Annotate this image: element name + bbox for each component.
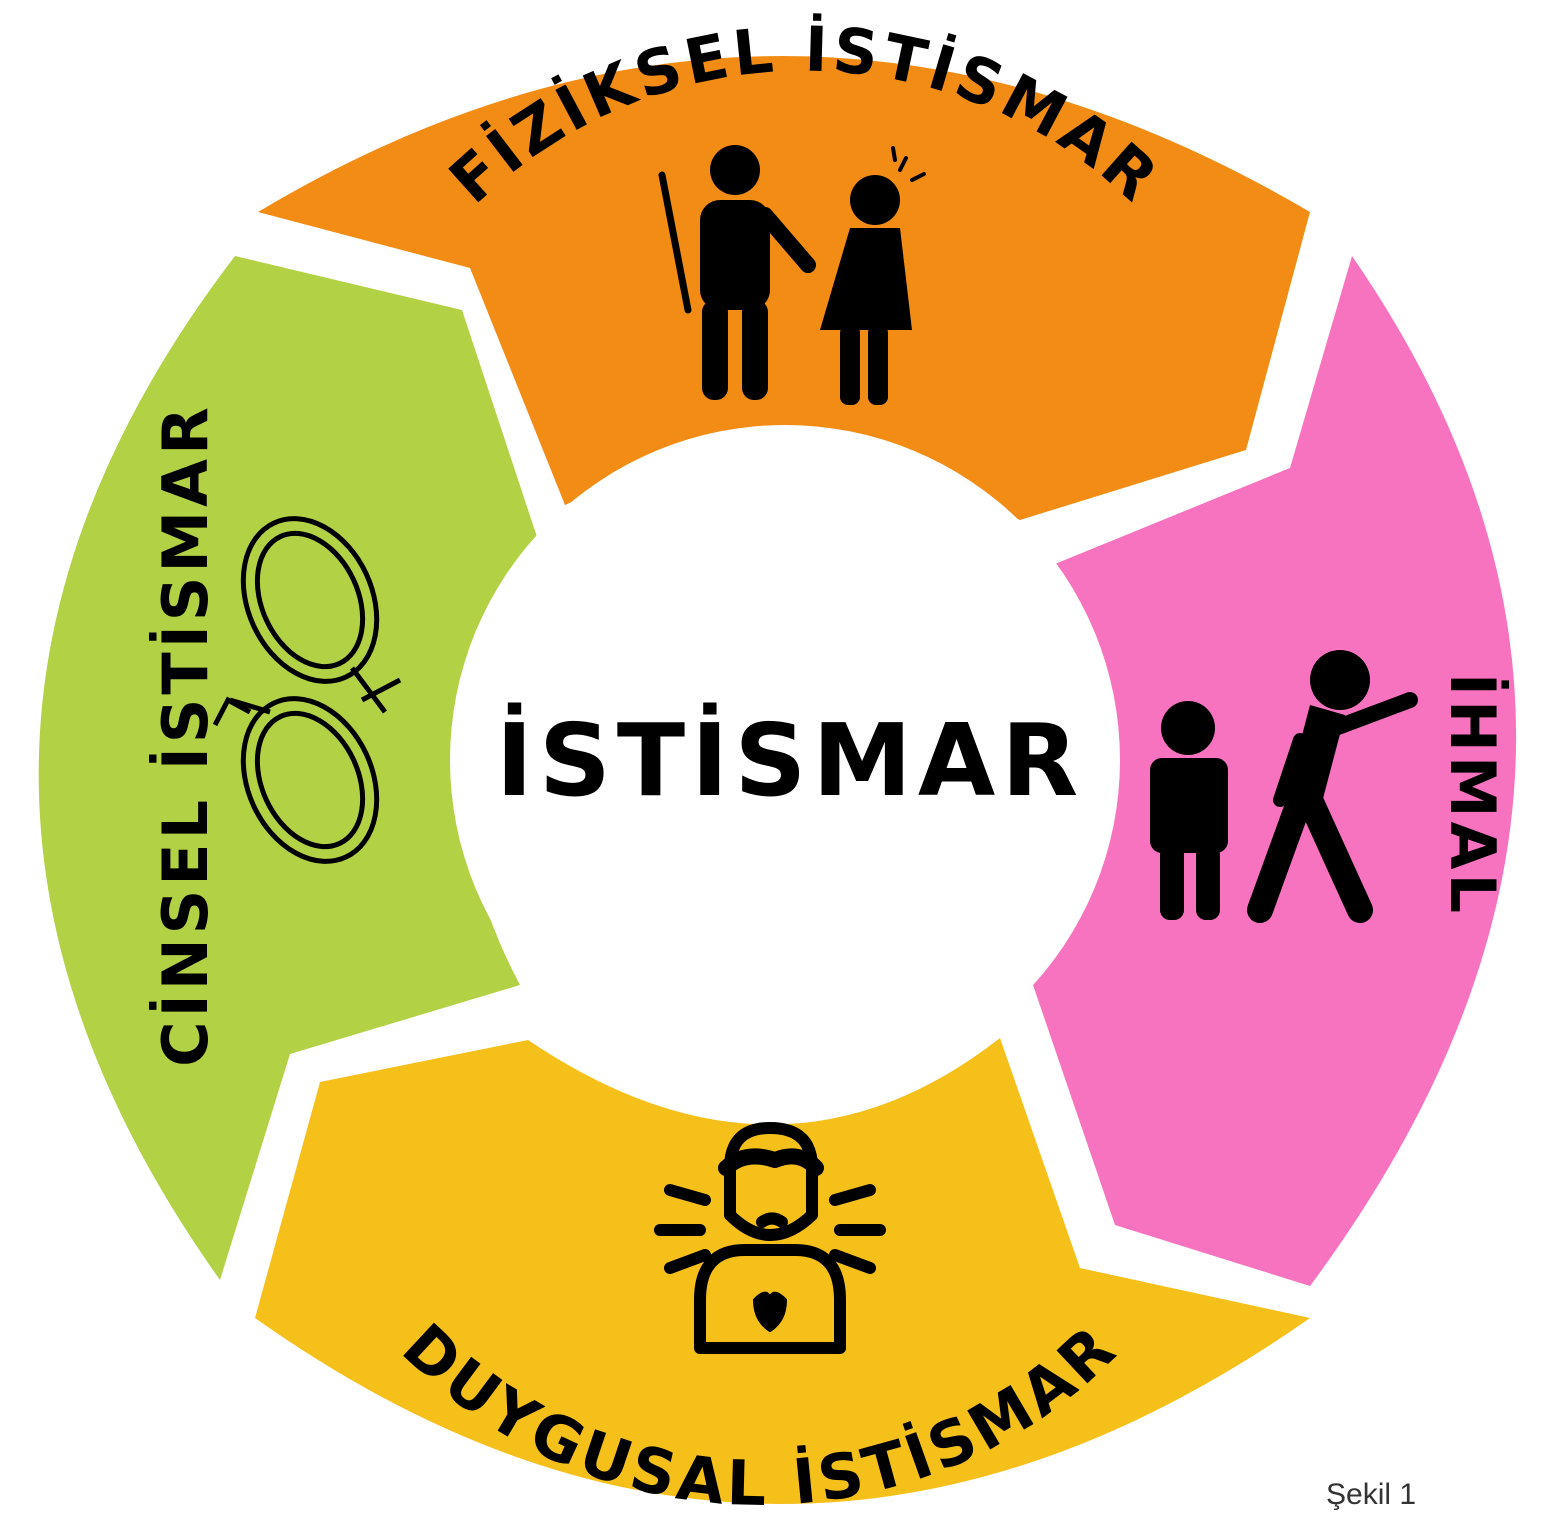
center-circle <box>450 425 1120 1095</box>
segment-duygusal-shape <box>255 1038 1310 1504</box>
sad-person-heart-icon <box>654 1122 886 1354</box>
segment-cinsel-label: CİNSEL İSTİSMAR <box>149 403 222 1067</box>
segment-cinsel: CİNSEL İSTİSMAR <box>38 256 539 1280</box>
segment-fiziksel-shape <box>258 56 1310 520</box>
segment-fiziksel: FİZİKSEL İSTİSMAR <box>258 13 1310 520</box>
segment-ihmal-label: İHMAL <box>1436 673 1509 917</box>
figure-caption: Şekil 1 <box>1326 1478 1417 1511</box>
segment-cinsel-shape <box>38 256 539 1280</box>
segment-ihmal: İHMAL <box>1033 256 1517 1286</box>
center-label: İSTİSMAR <box>496 702 1085 819</box>
neglect-walking-away-icon <box>1150 650 1418 923</box>
segment-ihmal-shape <box>1033 256 1517 1286</box>
adult-hitting-child-icon <box>658 145 926 405</box>
gender-symbols-icon <box>212 516 402 864</box>
center-hub: İSTİSMAR <box>450 425 1120 1095</box>
